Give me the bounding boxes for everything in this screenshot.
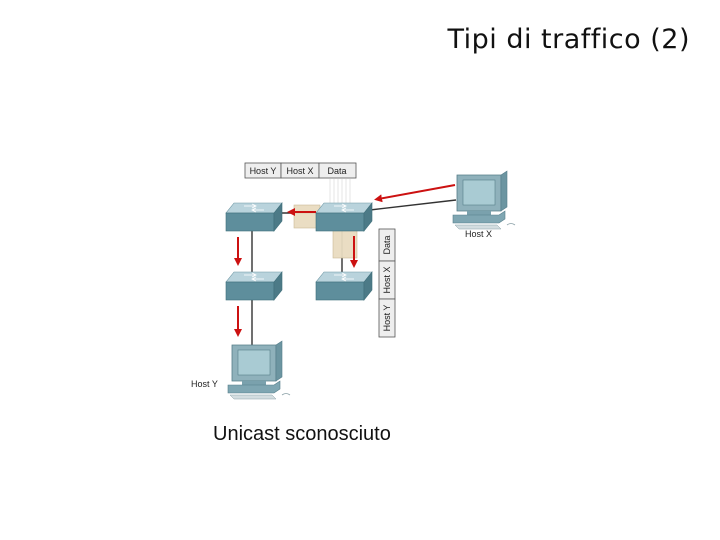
computer-icon xyxy=(452,170,516,230)
switch-icon xyxy=(315,202,373,232)
header-host-y: Host Y xyxy=(250,166,277,176)
computer-icon xyxy=(227,340,291,400)
host-x-label: Host X xyxy=(465,229,492,239)
switch-icon xyxy=(225,271,283,301)
vertical-packet-header: Data Host X Host Y xyxy=(378,228,396,338)
vheader-data: Data xyxy=(382,235,392,254)
diagram-caption: Unicast sconosciuto xyxy=(213,423,391,445)
header-host-x: Host X xyxy=(286,166,313,176)
host-y-label: Host Y xyxy=(191,379,218,389)
switch-icon xyxy=(315,271,373,301)
packet-streaks xyxy=(329,179,351,203)
vheader-host-x: Host X xyxy=(382,266,392,293)
header-data: Data xyxy=(327,166,346,176)
switch-icon xyxy=(225,202,283,232)
slide-title: Tipi di traffico (2) xyxy=(447,24,690,55)
top-packet-header: Host Y Host X Data xyxy=(244,162,357,179)
red-arrow-icon xyxy=(234,184,456,337)
vheader-host-y: Host Y xyxy=(382,305,392,332)
